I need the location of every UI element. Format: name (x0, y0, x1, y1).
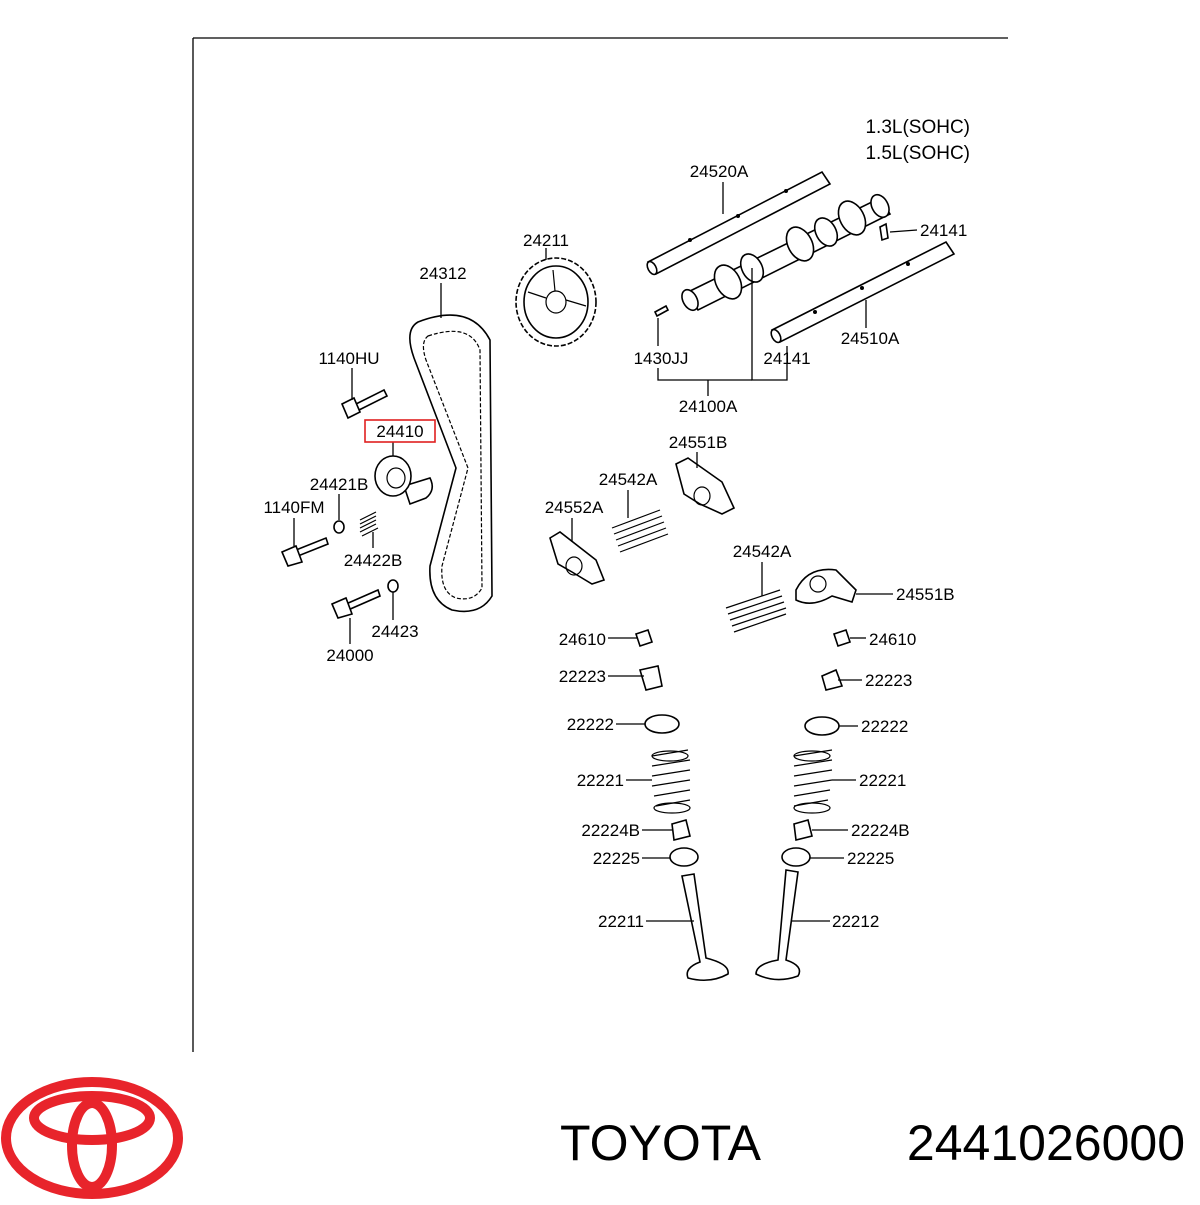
callout-24610-left[interactable]: 24610 (559, 630, 606, 649)
adjuster-24610-right (832, 628, 852, 648)
callout-24542a-lower[interactable]: 24542A (733, 542, 792, 561)
callout-24551b-lower[interactable]: 24551B (896, 585, 955, 604)
camshaft-sprocket (515, 257, 597, 347)
exhaust-valve (755, 869, 801, 981)
callout-24542a-upper[interactable]: 24542A (599, 470, 658, 489)
callout-24552a[interactable]: 24552A (545, 498, 604, 517)
rocker-arm-24552a (549, 531, 606, 585)
callout-24312[interactable]: 24312 (419, 264, 466, 283)
callout-24520a[interactable]: 24520A (690, 162, 749, 181)
rocker-shaft-upper (646, 170, 832, 276)
washer-24421b (333, 520, 345, 534)
brand-name: TOYOTA (560, 1115, 762, 1171)
bolt-1140fm (280, 536, 329, 567)
callout-1140hu[interactable]: 1140HU (318, 349, 379, 368)
callout-22224b-right[interactable]: 22224B (851, 821, 910, 840)
callout-22221-right[interactable]: 22221 (859, 771, 906, 790)
valve-spring-left (651, 749, 691, 814)
callout-24211[interactable]: 24211 (523, 231, 569, 250)
rocker-spring-lower (725, 589, 787, 633)
callout-22223-right[interactable]: 22223 (865, 671, 912, 690)
callout-22211[interactable]: 22211 (598, 912, 644, 931)
callout-24423[interactable]: 24423 (371, 622, 418, 641)
keeper-22223-right (821, 668, 844, 691)
callout-1430jj[interactable]: 1430JJ (634, 349, 689, 368)
callout-24422b[interactable]: 24422B (344, 551, 403, 570)
callout-24410[interactable]: 24410 (376, 422, 423, 441)
stem-seal-left (671, 819, 691, 841)
leader-c9 (657, 368, 752, 396)
callout-24610-right[interactable]: 24610 (869, 630, 916, 649)
washer-24423 (387, 579, 399, 593)
callout-24510a[interactable]: 24510A (841, 329, 900, 348)
highlight-box-24410 (364, 419, 436, 443)
part-number: 2441026000 (907, 1115, 1185, 1171)
toyota-logo-icon (1, 1077, 183, 1199)
retainer-22222-left (644, 714, 680, 734)
callout-22212[interactable]: 22212 (832, 912, 879, 931)
callout-24141-lower[interactable]: 24141 (763, 349, 810, 368)
leader-c2 (889, 229, 918, 233)
rocker-arm-24551b-upper (675, 457, 736, 515)
spring-24422b (359, 511, 379, 537)
callout-1140fm[interactable]: 1140FM (263, 498, 324, 517)
callout-22225-left[interactable]: 22225 (593, 849, 640, 868)
callout-22222-right[interactable]: 22222 (861, 717, 908, 736)
leader-c8 (751, 268, 788, 381)
intake-valve (681, 873, 729, 982)
timing-belt (409, 314, 493, 613)
bolt-1140hu (340, 388, 389, 420)
valve-spring-right (793, 749, 833, 814)
callout-24000[interactable]: 24000 (326, 646, 373, 665)
callout-24100a[interactable]: 24100A (679, 397, 738, 416)
adjuster-24610-left (634, 628, 654, 648)
dowel-pin-upper (879, 222, 889, 242)
callout-22225-right[interactable]: 22225 (847, 849, 894, 868)
belt-tensioner (374, 455, 434, 506)
spring-seat-left (669, 847, 699, 867)
engine-spec-line-1: 1.3L(SOHC) (865, 117, 970, 138)
callout-24421b[interactable]: 24421B (310, 475, 369, 494)
callout-24551b-upper[interactable]: 24551B (669, 433, 728, 452)
rocker-spring-upper (611, 509, 669, 553)
callout-22222-left[interactable]: 22222 (567, 715, 614, 734)
spring-seat-right (781, 847, 811, 867)
callout-22223-left[interactable]: 22223 (559, 667, 606, 686)
dowel-pin-lower (653, 304, 670, 318)
stem-seal-right (793, 819, 813, 841)
callout-24141-upper[interactable]: 24141 (920, 221, 967, 240)
rocker-arm-24551b-lower (795, 568, 857, 604)
bolt-24000 (330, 588, 381, 619)
rocker-shaft-lower (770, 240, 956, 344)
retainer-22222-right (804, 716, 840, 736)
callout-22224b-left[interactable]: 22224B (581, 821, 640, 840)
engine-spec-line-2: 1.5L(SOHC) (865, 143, 970, 164)
keeper-22223-left (638, 665, 663, 691)
callout-22221-left[interactable]: 22221 (577, 771, 624, 790)
